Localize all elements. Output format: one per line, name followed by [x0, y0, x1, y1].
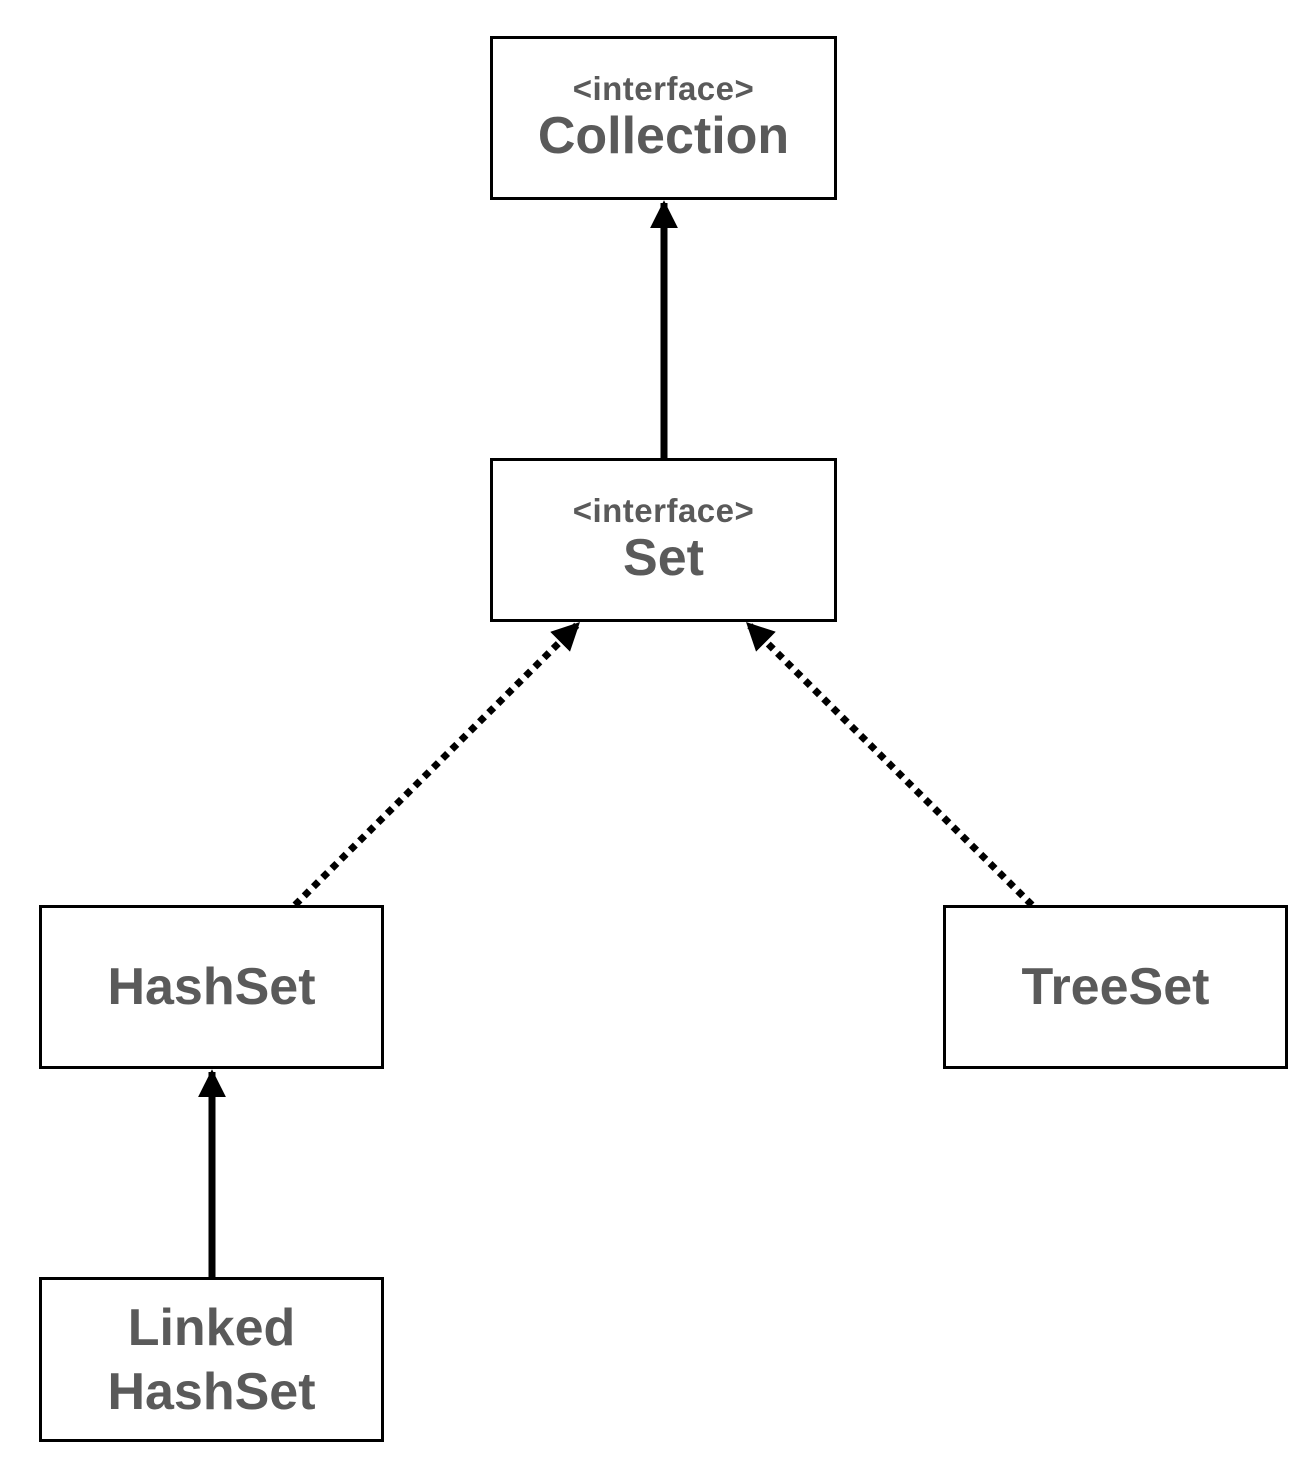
node-collection: <interface> Collection — [490, 36, 837, 200]
node-linkedhashset: Linked HashSet — [39, 1277, 384, 1442]
collection-name: Collection — [537, 107, 790, 165]
node-set: <interface> Set — [490, 458, 837, 622]
node-hashset: HashSet — [39, 905, 384, 1069]
linkedhashset-name-line2: HashSet — [107, 1362, 316, 1421]
set-stereotype: <interface> — [572, 492, 755, 529]
edge-hashset-to-set — [292, 621, 581, 908]
node-treeset: TreeSet — [943, 905, 1288, 1069]
hashset-name: HashSet — [107, 958, 316, 1016]
edge-treeset-to-set — [745, 621, 1035, 908]
set-name: Set — [623, 529, 704, 587]
collection-stereotype: <interface> — [572, 70, 755, 107]
treeset-name: TreeSet — [1021, 958, 1210, 1016]
linkedhashset-name-line1: Linked — [127, 1298, 296, 1357]
